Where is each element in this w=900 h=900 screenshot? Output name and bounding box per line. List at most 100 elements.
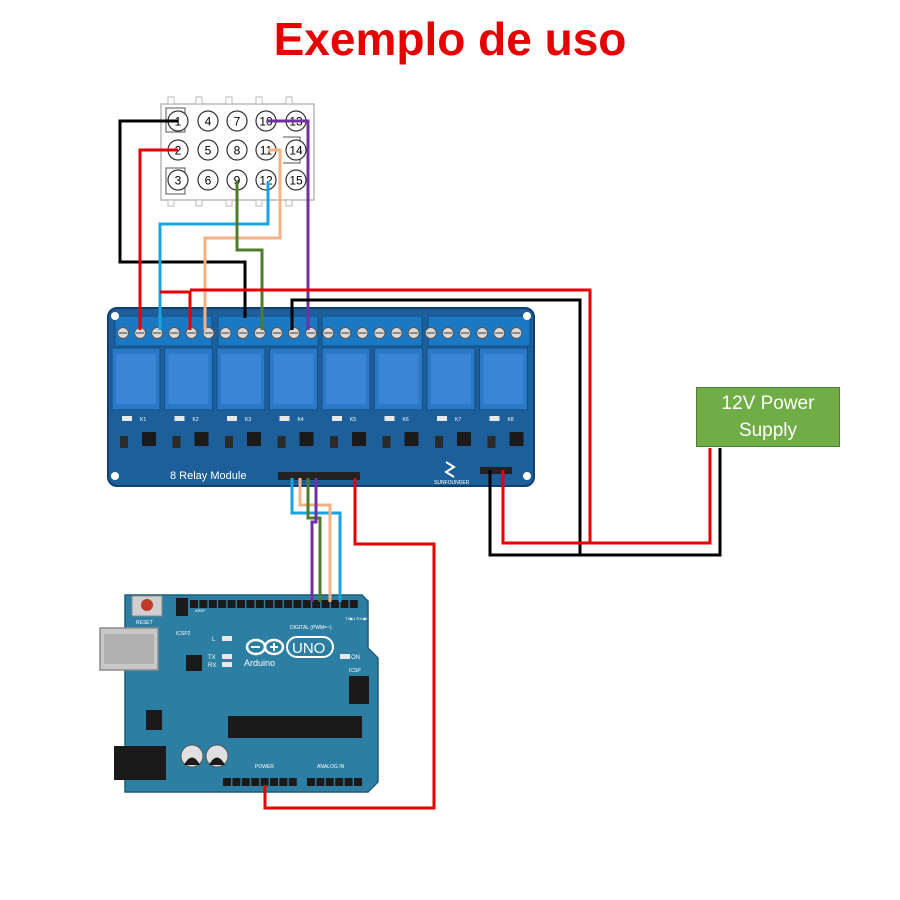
terminal-block <box>321 315 423 347</box>
led <box>384 416 395 421</box>
aref-label: AREF <box>195 608 206 613</box>
header-pin <box>246 600 255 608</box>
relay-brand-label: SUNFOUNDER <box>434 480 470 486</box>
connector-pin-circle <box>197 169 219 191</box>
led-tx <box>222 654 232 659</box>
connector-tab <box>255 199 263 207</box>
transistor <box>435 436 443 448</box>
transistor <box>330 436 338 448</box>
connector-pin-label: 2 <box>175 144 182 158</box>
header-pin <box>293 600 302 608</box>
analog-label: ANALOG IN <box>317 764 345 770</box>
header-pin <box>208 600 217 608</box>
reset-button-cap <box>141 599 153 611</box>
header-pin <box>270 778 278 786</box>
connector-pin-circle <box>197 139 219 161</box>
header-pin <box>344 778 353 786</box>
relay-channel-label: K2 <box>193 417 199 423</box>
header-pin <box>316 778 325 786</box>
connector-pin-circle <box>285 169 307 191</box>
wire-red-pin2 <box>138 148 178 330</box>
led <box>227 416 237 421</box>
header-pin <box>227 600 236 608</box>
relay-face <box>116 354 156 404</box>
icsp2-header <box>176 598 188 616</box>
connector-pin-circle <box>197 110 219 132</box>
capacitor-mark <box>209 757 225 765</box>
arduino-logo-text: Arduino <box>244 658 275 668</box>
header-pin <box>279 778 288 786</box>
mount-hole <box>111 472 119 480</box>
wire-purple-signal <box>310 478 318 602</box>
relay-channel-label: K7 <box>455 417 461 423</box>
on-label: ON <box>351 655 360 661</box>
relay-face <box>483 354 524 404</box>
connector-tab <box>255 96 263 105</box>
header-pin <box>251 778 260 786</box>
transistor <box>172 436 181 448</box>
connector-key-top <box>165 107 186 133</box>
icsp2-label: ICSP2 <box>176 631 191 637</box>
header-pin <box>199 600 208 608</box>
connector-pin-label: 4 <box>205 115 212 129</box>
power-supply-line2: Supply <box>738 420 798 441</box>
connector-pin-label: 8 <box>234 144 241 158</box>
header-pin <box>190 600 198 608</box>
optocoupler <box>142 432 156 446</box>
wire-green-signal <box>306 478 322 602</box>
connector-pin-label: 5 <box>205 144 212 158</box>
header-pin <box>321 600 330 608</box>
relay-channel-label: K4 <box>298 417 304 423</box>
relay-face <box>326 354 366 404</box>
led <box>122 416 132 421</box>
header-pin <box>325 778 334 786</box>
connector-pin-label: 3 <box>175 174 182 188</box>
analog-header <box>307 778 362 786</box>
optocoupler <box>404 432 419 446</box>
relay-input-header <box>278 472 360 480</box>
digital-header <box>190 600 358 608</box>
led <box>437 416 447 421</box>
wire-red-relay-vcc <box>501 470 590 545</box>
icsp-header <box>349 676 369 704</box>
led <box>332 416 342 421</box>
connector-key-bottom <box>165 167 186 195</box>
relay-channel-label: K6 <box>403 417 409 423</box>
led <box>174 416 185 421</box>
header-pin <box>223 778 231 786</box>
connector-tab <box>225 199 233 207</box>
connector-pin-label: 1 <box>175 115 182 129</box>
connector-pin-circle <box>285 139 307 161</box>
connector-pin-circle <box>226 110 248 132</box>
power-header <box>223 778 297 786</box>
relay-channel-label: K5 <box>350 417 356 423</box>
power-supply-line1: 12V Power <box>721 393 815 414</box>
usb-port-inner <box>104 634 154 664</box>
terminal-block <box>217 315 319 347</box>
relay-power-header <box>480 467 512 474</box>
mount-hole <box>523 472 531 480</box>
terminal-block <box>114 315 213 347</box>
connector-pin-label: 14 <box>289 144 303 158</box>
connector-pin-label: 10 <box>259 115 273 129</box>
connector-pin-label: 6 <box>205 174 212 188</box>
capacitor-mark <box>184 757 200 765</box>
header-pin <box>331 600 339 608</box>
connector-pin-label: 11 <box>260 144 273 158</box>
txrx-label: TX▶1 RX◀0 <box>345 616 368 621</box>
wire-tan-pin11 <box>203 148 282 330</box>
optocoupler <box>457 432 471 446</box>
header-pin <box>274 600 283 608</box>
wire-black-power-rail <box>290 298 722 557</box>
transistor <box>225 436 233 448</box>
connector-pin-label: 12 <box>259 174 273 188</box>
mount-hole <box>523 312 531 320</box>
header-pin <box>340 600 349 608</box>
led-l <box>222 636 232 641</box>
wire-cyan-pin12 <box>158 181 270 330</box>
arduino-uno: RESET DIGITAL (PWM=~) TX▶1 RX◀0 ICSP2 AR… <box>99 594 379 793</box>
